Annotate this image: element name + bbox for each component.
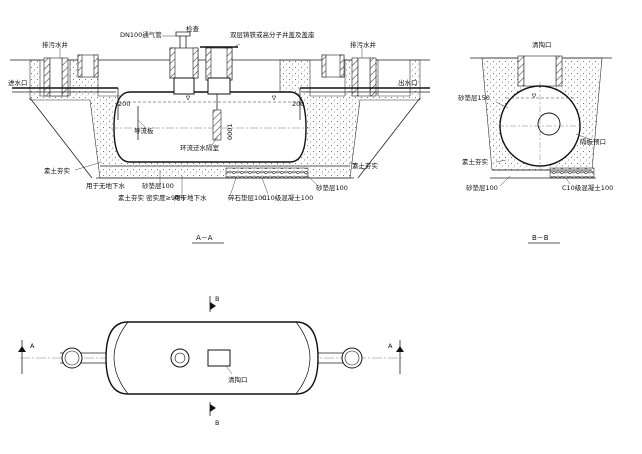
plan-outlet-leader xyxy=(225,365,233,375)
plan-well-right-inner xyxy=(344,350,360,366)
label-drain-well-right: 排污水井 xyxy=(350,40,377,49)
concrete-bedding xyxy=(225,167,309,179)
label-cover: 检查 xyxy=(186,24,200,33)
tank-neck-right xyxy=(207,77,231,95)
plan-arrow-a-left xyxy=(18,346,26,352)
label-sand-layer: 砂垫层100 xyxy=(142,181,174,190)
vent-riser-wall-2 xyxy=(192,47,199,79)
vent-cap xyxy=(175,31,191,37)
excavation-slope-right xyxy=(357,97,421,179)
bb-leader-3 xyxy=(495,159,507,163)
plan-marker-a-left: A xyxy=(30,342,35,350)
dim-200-left: 200 xyxy=(118,100,130,108)
leader-11 xyxy=(261,177,269,195)
leader-10 xyxy=(229,177,237,197)
left-well-wall-outer xyxy=(43,57,51,97)
vent-riser-wall xyxy=(169,47,176,79)
plan-tank-cap-right xyxy=(295,321,311,395)
label-gravel: 碎石垫层100 xyxy=(228,193,266,202)
water-mark-left xyxy=(185,95,191,101)
dim-height: 0001 xyxy=(226,123,234,140)
plan-outlet-box xyxy=(207,349,231,367)
leader-6 xyxy=(211,137,218,146)
leader-13 xyxy=(349,161,366,171)
bb-inner-opening xyxy=(537,112,561,136)
plan-arrow-b-bottom xyxy=(210,404,216,412)
label-outlet: 出水口 xyxy=(398,78,418,87)
bb-well-wall-left xyxy=(517,55,525,87)
plan-arrow-b-top xyxy=(210,302,216,310)
label-sand-right: 砂垫层100 xyxy=(316,183,348,192)
leader-12 xyxy=(305,173,319,187)
bb-label-outlet-top: 清掏口 xyxy=(532,40,552,49)
plan-label-outlet: 清掏口 xyxy=(228,375,248,384)
plan-vent-opening xyxy=(170,348,190,368)
plan-well-left-inner xyxy=(64,350,80,366)
tank-neck-left xyxy=(173,77,195,95)
excavation-slope-left xyxy=(29,97,93,179)
bb-water-mark xyxy=(531,93,537,99)
bb-label-sand-150: 砂垫层150 xyxy=(458,93,490,102)
section-aa: 排污水井 排污水井 DN100通气管 检查 双层铸铁或高分子井盖及盖座 进水口 … xyxy=(8,24,430,244)
right-well-shaft xyxy=(357,57,371,97)
label-inlet: 进水口 xyxy=(8,78,28,87)
bb-leader-4 xyxy=(499,175,511,187)
label-backfill-right: 素土夯实 xyxy=(352,161,379,170)
bb-leader-1 xyxy=(495,101,509,109)
plan-arrow-a-right xyxy=(396,346,404,352)
inspection-riser-wall xyxy=(205,47,212,81)
label-guide-plate: 导流板 xyxy=(134,126,154,135)
right-well-wall-outer xyxy=(351,57,359,97)
plan-marker-a-right: A xyxy=(388,342,393,350)
section-bb: 清掏口 砂垫层150 隔板预口 素土夯实 砂垫层100 C10级混凝土100 B… xyxy=(458,40,613,244)
plan-vent-opening-inner xyxy=(174,352,186,364)
right-well-wall-inner xyxy=(369,57,377,97)
leader-7 xyxy=(74,161,103,171)
baffle-wall xyxy=(212,109,222,141)
left-well-block-wall xyxy=(77,54,83,78)
dim-200-right: 200 xyxy=(292,100,304,108)
label-baffle: 环流迂水隔室 xyxy=(180,143,220,152)
left-well-block-wall-2 xyxy=(93,54,99,78)
bb-label-concrete: C10级混凝土100 xyxy=(562,183,613,192)
right-well-block-wall xyxy=(321,54,327,78)
leader-4 xyxy=(231,43,241,49)
label-concrete: C10级混凝土100 xyxy=(262,193,313,202)
leader-5 xyxy=(137,119,147,129)
inspection-riser-wall-2 xyxy=(226,47,233,81)
bb-label-sand-100: 砂垫层100 xyxy=(466,183,498,192)
title-aa: A－A xyxy=(196,234,213,242)
plan-view: A A B B 清掏口 xyxy=(18,295,404,427)
right-well-block-wall-2 xyxy=(339,54,345,78)
bb-well-shaft xyxy=(523,55,557,87)
bb-well-wall-right xyxy=(555,55,563,87)
label-groundwater: 用于地下水 xyxy=(174,193,207,202)
bb-label-backfill: 素土夯实 xyxy=(462,157,489,166)
plan-marker-b-bottom: B xyxy=(215,419,219,427)
plan-marker-b-top: B xyxy=(215,295,219,303)
bb-leader-5 xyxy=(565,177,571,185)
label-backfill-left: 素土夯实 xyxy=(44,166,71,175)
left-well-shaft xyxy=(49,57,63,97)
tank-body xyxy=(113,91,307,163)
bb-concrete-bedding xyxy=(549,167,595,179)
bb-label-partition: 隔板预口 xyxy=(580,137,606,146)
label-compaction: 素土夯实 密实度≥90% xyxy=(118,193,185,202)
water-mark-right xyxy=(271,95,277,101)
bb-leader-2 xyxy=(575,133,593,141)
title-bb: B－B xyxy=(532,234,549,242)
plan-tank-cap-left xyxy=(113,321,129,395)
label-drain-well-left: 排污水井 xyxy=(42,40,69,49)
label-double-cover: 双层铸铁或高分子井盖及盖座 xyxy=(230,30,315,39)
label-vent-pipe: DN100通气管 xyxy=(120,30,162,39)
left-well-wall-inner xyxy=(61,57,69,97)
label-no-groundwater: 用于无地下水 xyxy=(86,181,126,190)
